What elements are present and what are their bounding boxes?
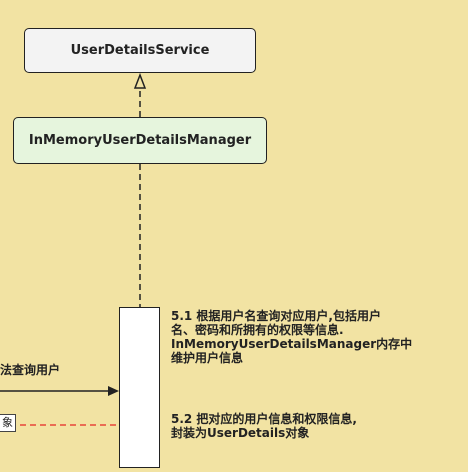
step-5-2-note: 5.2 把对应的用户信息和权限信息, 封装为UserDetails对象 xyxy=(171,412,357,440)
interface-box: UserDetailsService xyxy=(24,28,256,73)
step-5-1-note: 5.1 根据用户名查询对应用户,包括用户 名、密码和所拥有的权限等信息. InM… xyxy=(171,309,413,365)
implementation-box-label: InMemoryUserDetailsManager xyxy=(28,133,252,148)
return-label: 象 xyxy=(0,414,16,432)
call-label: 法查询用户 xyxy=(0,363,61,377)
interface-box-label: UserDetailsService xyxy=(70,43,210,58)
realization-arrowhead xyxy=(133,72,147,89)
implementation-box: InMemoryUserDetailsManager xyxy=(13,117,267,164)
call-arrowhead xyxy=(108,386,119,396)
activation-bar xyxy=(119,307,160,468)
